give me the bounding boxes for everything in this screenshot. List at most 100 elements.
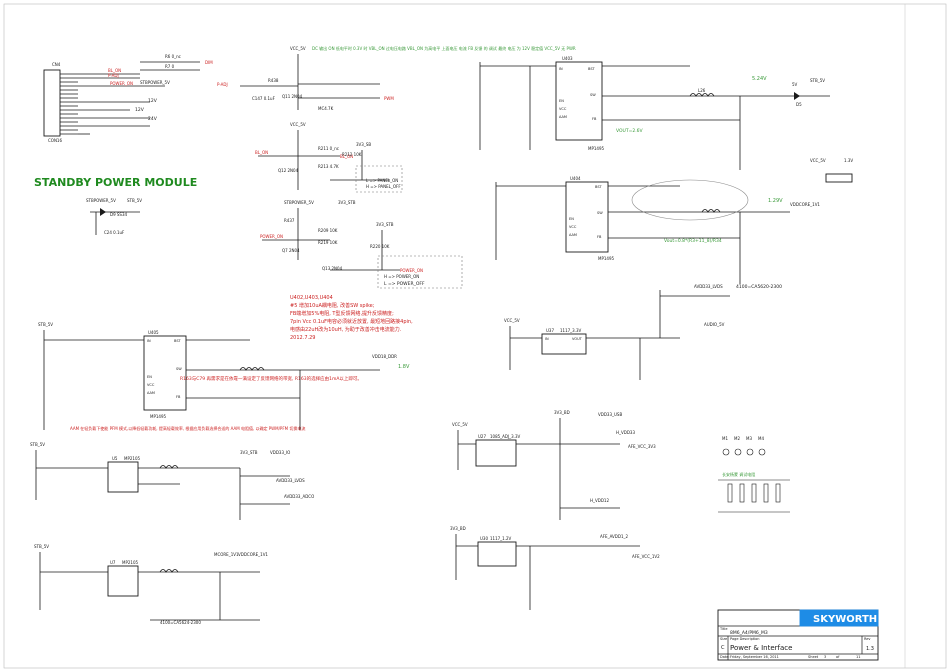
label-r7: R7 0 <box>165 64 175 69</box>
regulator-u5: STB_5V U5 MP2105 3V3_STB VDD33_IO AVDD33… <box>30 442 314 520</box>
u5-ref: U5 <box>112 456 118 461</box>
note-line5: 电感由22uH改为10uH, 为助于改善冲击电流能力. <box>290 326 402 333</box>
u30-part: 1117_1.2V <box>490 536 512 541</box>
rev-value: 1.3 <box>866 646 874 652</box>
mark-m3: M3 <box>746 436 752 441</box>
note-dimming: DIM <box>205 60 213 65</box>
label-q13: Q13 2N04 <box>322 266 343 271</box>
company-logo: SKYWORTH <box>813 614 877 625</box>
net-p-adj-2: P-ADJ <box>217 82 228 87</box>
label-poweron-net: POWER_ON <box>400 268 423 273</box>
u403-ref: U403 <box>562 56 573 61</box>
mounting-marks: M1 M2 M3 M4 长安杨蒙 调试电阻 <box>718 436 790 513</box>
note-line6: 2012.7.29 <box>290 335 315 341</box>
u405-part: MP1495 <box>150 414 166 419</box>
net-afe-vcc: AFE_VCC_3V3 <box>628 444 656 449</box>
net-vcc5v-top: VCC_5V <box>290 46 306 51</box>
u405-pin-fb: FB <box>176 395 181 399</box>
u30-ref: U30 <box>480 536 488 541</box>
net-afe-avdd: AFE_AVDD1_2 <box>600 534 628 539</box>
u403-pin-aam: AAM <box>559 115 567 119</box>
size-value: C <box>721 645 725 651</box>
u5-part: MP2105 <box>124 456 140 461</box>
label-bl-on-net: BL_ON <box>340 154 353 159</box>
u405-pin-sw: SW <box>176 367 182 371</box>
net-stb5v-u5: STB_5V <box>30 442 45 447</box>
ldo-u27: VCC_5V U27 1085_ADJ_3.3V 3V3_BD VDD33_US… <box>452 410 656 520</box>
label-q7: Q7 2N04 <box>282 248 300 253</box>
regulator-u405: STB_5V U405 MP1495 IN EN VCC AAM BST SW … <box>38 322 410 431</box>
net-avdd-lvds: AVDD33_LVDS <box>694 284 723 289</box>
note-line1: U402,U403,U404 <box>290 295 333 301</box>
net-stbpower-2: STBPOWER_5V <box>86 198 116 203</box>
regulator-u404: U404 MP1495 EN VCC AAM BST SW FB 1.29V V… <box>495 158 853 290</box>
net-3v3stb-2: 3V3_STB <box>376 222 394 227</box>
label-r211: R211 0_nc <box>318 146 339 151</box>
net-vcc5v-mid: VCC_5V <box>290 122 306 127</box>
net-24v: 24V <box>148 116 158 122</box>
u27-part: 1085_ADJ_3.3V <box>490 434 521 439</box>
label-r437: R437 <box>284 218 295 223</box>
net-5v-u403: 5V <box>792 82 798 87</box>
net-stb5v-u403: STB_5V <box>810 78 825 83</box>
sheet-label: Sheet <box>808 655 819 659</box>
u404-pin-fb: FB <box>597 235 602 239</box>
net-vcc5v-r: VCC_5V <box>810 158 826 163</box>
title-value: 8M6_A4/PM6_M3 <box>730 630 768 636</box>
u7-part: MP2105 <box>122 560 138 565</box>
u404-pin-bst: BST <box>595 185 603 189</box>
net-bl-on: BL_ON <box>108 68 121 73</box>
label-power-off-state: L => POWER_OFF <box>384 281 425 287</box>
ldo-u37: VCC_5V U37 1117_3.3V IN VOUT AVDD33_LVDS… <box>504 284 730 380</box>
of-label: of <box>836 655 840 659</box>
net-vddcore-2: VDDCORE_1V1 <box>238 552 268 557</box>
net-1v3: 1.3V <box>844 158 853 163</box>
net-3v3stb: 3V3_STB <box>338 200 356 205</box>
note-line2: #5 增加10uA耦电阻, 改善SW spike; <box>290 302 375 309</box>
net-vdd33-usb: VDD33_USB <box>598 412 622 417</box>
ldo-u30: 3V3_BD U30 1117_1.2V AFE_VCC_1V2 <box>450 526 660 610</box>
title-block: SKYWORTH Title 8M6_A4/PM6_M3 Size C Page… <box>717 609 879 661</box>
label-r209: R209 10K <box>318 228 338 233</box>
regulator-u403: U403 MP1495 IN EN VCC AAM BST SW FB L26 … <box>479 56 830 170</box>
label-panel-off: H => PANEL_OFF <box>366 184 401 189</box>
label-ac-note: 4100=CA5620-2300 <box>736 284 782 290</box>
u37-part: 1117_3.3V <box>560 328 582 333</box>
u405-pin-bst: BST <box>174 339 182 343</box>
connector-name: CON16 <box>48 138 62 143</box>
module-title: STANDBY POWER MODULE <box>34 176 197 189</box>
size-label: Size <box>720 637 727 641</box>
mark-m4: M4 <box>758 436 764 441</box>
net-afe-vcc-1v2: AFE_VCC_1V2 <box>632 554 660 559</box>
regulator-u7: STB_5V U7 MP2105 MCORE_1V1 VDDCORE_1V1 4… <box>34 544 268 625</box>
u27-ref: U27 <box>478 434 486 439</box>
u405-ref: U405 <box>148 330 159 335</box>
title-label: Title <box>719 627 728 631</box>
u405-pin-vcc: VCC <box>147 383 155 387</box>
net-vcc5v-u37: VCC_5V <box>504 318 520 323</box>
page-desc-label: Page Description <box>730 637 760 641</box>
label-5v24: 5.24V <box>752 76 767 82</box>
net-3v3sb: 3V3_SB <box>356 142 371 147</box>
u405-pin-aam: AAM <box>147 391 155 395</box>
net-3v3bd: 3V3_BD <box>554 410 570 415</box>
u37-ref: U37 <box>546 328 554 333</box>
net-3v3bd-u30: 3V3_BD <box>450 526 466 531</box>
net-stb5v-u405: STB_5V <box>38 322 53 327</box>
note-mid: R163与C79 再需求是在依靠一满设定了反馈网络的带宽, R163的选择应由1… <box>180 375 362 382</box>
net-h-vdd33: H_VDD33 <box>616 430 635 435</box>
label-r213: R213 4.7K <box>318 164 339 169</box>
net-audio5v: AUDIO_5V <box>704 322 725 327</box>
net-power-on: POWER_ON <box>110 81 133 86</box>
net-stb5v-top: STB_5V <box>127 198 142 203</box>
label-r220: R220 10K <box>370 244 390 249</box>
label-vout-formula: Vout=0.8*(R3+11_8)/R34 <box>664 238 722 244</box>
u403-pin-fb: FB <box>592 117 597 121</box>
label-q12: Q12 2N04 <box>278 168 299 173</box>
label-vout-2v6: VOUT=2.6V <box>616 128 644 134</box>
note-mcu: 长安杨蒙 调试电阻 <box>722 471 755 477</box>
net-stbpower-3: STBPOWER_5V <box>284 200 314 205</box>
u37-pin-in: IN <box>545 337 549 341</box>
u7-ref: U7 <box>110 560 116 565</box>
